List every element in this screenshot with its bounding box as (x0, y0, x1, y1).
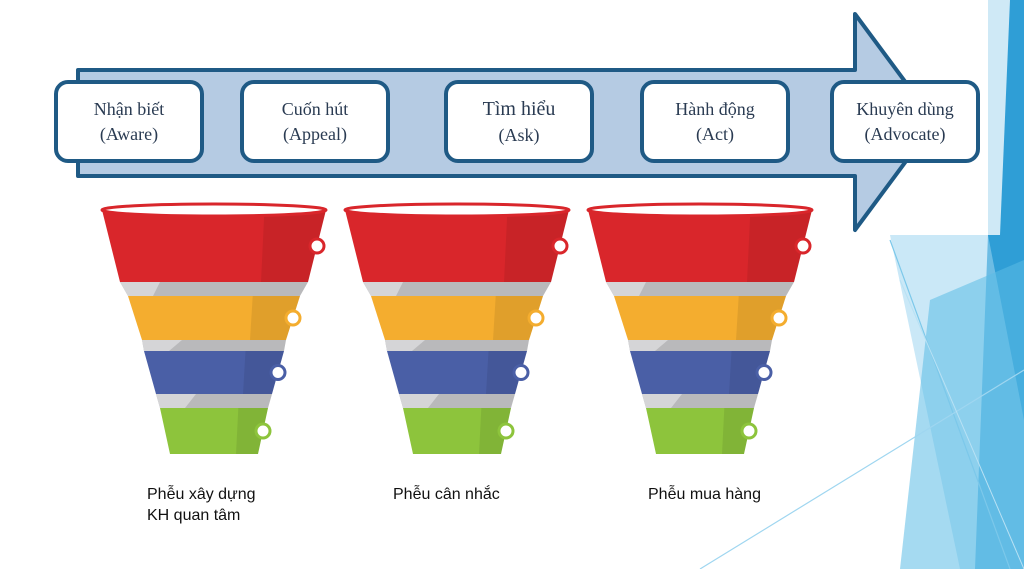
funnel-layer-shade (493, 296, 543, 340)
funnel-knob (770, 309, 788, 327)
stage-english-name: (Act) (696, 123, 734, 144)
funnel-layer-blue (144, 351, 284, 394)
funnel-layer-green (646, 408, 754, 454)
stage-english-name: (Aware) (99, 123, 159, 144)
funnel-knob (755, 364, 773, 381)
funnel-knob (254, 422, 272, 440)
stage-name: Khuyên dùng (856, 99, 954, 120)
funnel-layer-orange (128, 296, 300, 340)
funnel-knob (284, 309, 302, 327)
stage-ask: Tìm hiểu (Ask) (444, 80, 594, 163)
funnel-layer-shade (486, 351, 527, 394)
funnel-layer-red (588, 210, 812, 282)
funnel-caption: Phễu xây dựng KH quan tâm (147, 486, 256, 524)
deco-line (699, 369, 1024, 569)
funnel-connector-shade (606, 282, 646, 296)
funnel-layer-shade (479, 408, 511, 454)
funnel-knob (740, 422, 758, 440)
funnel-rim (586, 202, 814, 218)
funnel-connector (606, 282, 794, 296)
funnel-layer-blue (387, 351, 527, 394)
funnel-layer-blue (630, 351, 770, 394)
funnel-connector (363, 282, 551, 296)
funnel-layer-shade (243, 351, 284, 394)
stage-name: Cuốn hút (281, 99, 349, 120)
funnel-layer-green (160, 408, 268, 454)
funnel-rim (343, 202, 571, 218)
funnel-knob (497, 422, 515, 440)
stage-name: Hành động (675, 99, 755, 120)
stage-act: Hành động (Act) (640, 80, 790, 163)
funnel-knob (512, 364, 530, 381)
funnel-caption: Phễu mua hàng (648, 486, 761, 503)
funnel-knob (269, 364, 287, 381)
funnel-connector-shade (385, 340, 425, 351)
deco-light-stripe (988, 0, 1010, 235)
funnel-layer-shade (504, 210, 569, 282)
deco-line (889, 239, 1011, 569)
funnel-layer-red (345, 210, 569, 282)
stage-name: Nhận biết (93, 99, 165, 120)
funnel-connector-shade (120, 282, 160, 296)
sales-funnel (100, 202, 328, 454)
funnel-knob (308, 237, 326, 255)
deco-line (899, 279, 1024, 569)
funnel-layer-shade (250, 296, 300, 340)
stage-name: Tìm hiểu (482, 97, 556, 120)
funnel-layer-shade (261, 210, 326, 282)
funnel-layer-shade (736, 296, 786, 340)
funnel-layer-green (403, 408, 511, 454)
funnel-connector (120, 282, 308, 296)
sales-funnel (343, 202, 571, 454)
funnel-layer-orange (371, 296, 543, 340)
funnel-knob (527, 309, 545, 327)
funnel-knob (794, 237, 812, 255)
stage-english-name: (Advocate) (864, 123, 946, 144)
funnel-layer-shade (747, 210, 812, 282)
stage-english-name: (Appeal) (283, 123, 347, 144)
stage-appeal: Cuốn hút (Appeal) (240, 80, 390, 163)
funnel-connector-shade (142, 340, 182, 351)
funnel-layer-red (102, 210, 326, 282)
funnel-layer-shade (729, 351, 770, 394)
funnel-knob (551, 237, 569, 255)
funnel-connector-shade (628, 340, 668, 351)
stage-aware: Nhận biết (Aware) (54, 80, 204, 163)
deco-mid-wedge (900, 260, 1024, 569)
funnel-layer-shade (722, 408, 754, 454)
funnel-layer-orange (614, 296, 786, 340)
funnel-rim (100, 202, 328, 218)
funnel-connector-shade (642, 394, 682, 408)
funnel-caption: Phễu cân nhắc (393, 486, 500, 503)
sales-funnel (586, 202, 814, 454)
stage-english-name: (Ask) (498, 124, 540, 145)
funnel-connector-shade (399, 394, 439, 408)
funnel-layer-shade (236, 408, 268, 454)
stage-advocate: Khuyên dùng (Advocate) (830, 80, 980, 163)
funnel-connector-shade (363, 282, 403, 296)
funnel-connector-shade (156, 394, 196, 408)
